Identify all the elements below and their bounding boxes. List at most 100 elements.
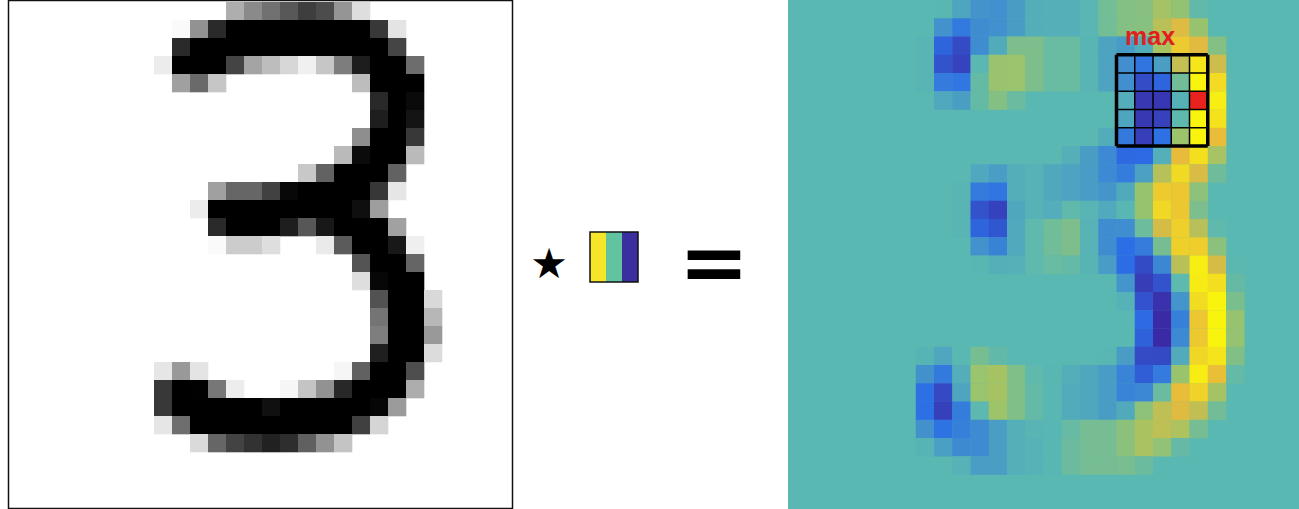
feature-map bbox=[916, 0, 1245, 475]
digit-pixel bbox=[208, 380, 226, 398]
feature-cell bbox=[1153, 438, 1172, 457]
feature-cell bbox=[1025, 219, 1044, 238]
digit-pixel bbox=[388, 380, 406, 398]
grid-line bbox=[1117, 91, 1208, 93]
feature-cell bbox=[1044, 73, 1063, 92]
feature-cell bbox=[1135, 456, 1154, 475]
feature-cell bbox=[1062, 55, 1081, 74]
digit-pixel bbox=[388, 146, 406, 164]
digit-pixel bbox=[370, 164, 388, 182]
feature-cell bbox=[1117, 420, 1136, 439]
feature-cell bbox=[971, 73, 990, 92]
feature-cell bbox=[952, 438, 971, 457]
digit-pixel bbox=[388, 308, 406, 326]
feature-cell bbox=[1226, 329, 1245, 348]
feature-cell bbox=[1080, 55, 1099, 74]
feature-cell bbox=[934, 347, 953, 366]
feature-cell bbox=[989, 402, 1008, 421]
feature-cell bbox=[989, 201, 1008, 220]
feature-cell bbox=[1171, 164, 1190, 183]
feature-cell bbox=[1062, 420, 1081, 439]
feature-cell bbox=[1135, 110, 1154, 129]
feature-cell bbox=[1153, 365, 1172, 384]
feature-cell bbox=[1190, 37, 1209, 56]
feature-cell bbox=[1007, 73, 1026, 92]
feature-cell bbox=[1135, 438, 1154, 457]
feature-cell bbox=[1190, 420, 1209, 439]
digit-pixel bbox=[316, 236, 334, 254]
feature-cell bbox=[1117, 128, 1136, 147]
feature-cell bbox=[1062, 456, 1081, 475]
feature-cell bbox=[1190, 347, 1209, 366]
feature-cell bbox=[1135, 164, 1154, 183]
grid-line bbox=[1206, 55, 1210, 146]
feature-cell bbox=[1044, 237, 1063, 256]
feature-cell bbox=[971, 365, 990, 384]
feature-cell bbox=[1080, 37, 1099, 56]
kernel-border bbox=[590, 232, 638, 282]
feature-cell bbox=[1208, 37, 1227, 56]
feature-cell bbox=[1153, 91, 1172, 110]
digit-pixel bbox=[226, 182, 244, 200]
feature-cell bbox=[952, 219, 971, 238]
digit-pixel bbox=[298, 20, 316, 38]
feature-cell bbox=[1153, 146, 1172, 165]
feature-cell bbox=[1117, 274, 1136, 293]
digit-pixel bbox=[316, 200, 334, 218]
feature-cell bbox=[1171, 383, 1190, 402]
feature-cell bbox=[1117, 237, 1136, 256]
digit-pixel bbox=[334, 416, 352, 434]
digit-pixel bbox=[280, 182, 298, 200]
feature-cell bbox=[1171, 73, 1190, 92]
digit-pixel bbox=[298, 56, 316, 74]
digit-pixel bbox=[352, 74, 370, 92]
feature-cell bbox=[1080, 201, 1099, 220]
feature-cell bbox=[1135, 55, 1154, 74]
feature-cell bbox=[1044, 164, 1063, 183]
digit-pixel bbox=[424, 326, 442, 344]
digit-pixel bbox=[172, 20, 190, 38]
feature-cell bbox=[1080, 146, 1099, 165]
feature-cell bbox=[1044, 37, 1063, 56]
feature-cell bbox=[1171, 420, 1190, 439]
feature-cell bbox=[1135, 0, 1154, 19]
feature-cell bbox=[1226, 274, 1245, 293]
digit-pixel bbox=[406, 92, 424, 110]
feature-cell bbox=[1025, 55, 1044, 74]
digit-pixel bbox=[424, 290, 442, 308]
digit-pixel bbox=[370, 254, 388, 272]
digit-pixel bbox=[370, 398, 388, 416]
feature-cell bbox=[934, 420, 953, 439]
digit-pixel bbox=[316, 182, 334, 200]
digit-pixel bbox=[244, 38, 262, 56]
feature-cell bbox=[1226, 292, 1245, 311]
feature-cell bbox=[989, 183, 1008, 202]
feature-cell bbox=[1171, 438, 1190, 457]
feature-cell bbox=[971, 18, 990, 37]
feature-cell bbox=[1080, 256, 1099, 275]
feature-cell bbox=[1007, 456, 1026, 475]
digit-pixel bbox=[244, 182, 262, 200]
digit-pixel bbox=[316, 416, 334, 434]
digit-pixel bbox=[208, 74, 226, 92]
grid-line bbox=[1117, 109, 1208, 111]
feature-cell bbox=[1208, 402, 1227, 421]
digit-pixel bbox=[226, 236, 244, 254]
feature-cell bbox=[1025, 201, 1044, 220]
digit-pixel bbox=[352, 362, 370, 380]
digit-pixel bbox=[280, 38, 298, 56]
feature-cell bbox=[1007, 402, 1026, 421]
digit-pixel bbox=[190, 362, 208, 380]
feature-cell bbox=[1080, 456, 1099, 475]
feature-cell bbox=[1135, 292, 1154, 311]
feature-cell bbox=[1062, 0, 1081, 19]
digit-pixel bbox=[352, 182, 370, 200]
feature-cell bbox=[916, 73, 935, 92]
feature-cell bbox=[952, 402, 971, 421]
feature-cell bbox=[916, 55, 935, 74]
digit-pixel bbox=[388, 290, 406, 308]
feature-cell bbox=[1190, 256, 1209, 275]
feature-cell bbox=[1007, 37, 1026, 56]
grid-line bbox=[1134, 55, 1136, 146]
digit-pixel bbox=[298, 200, 316, 218]
